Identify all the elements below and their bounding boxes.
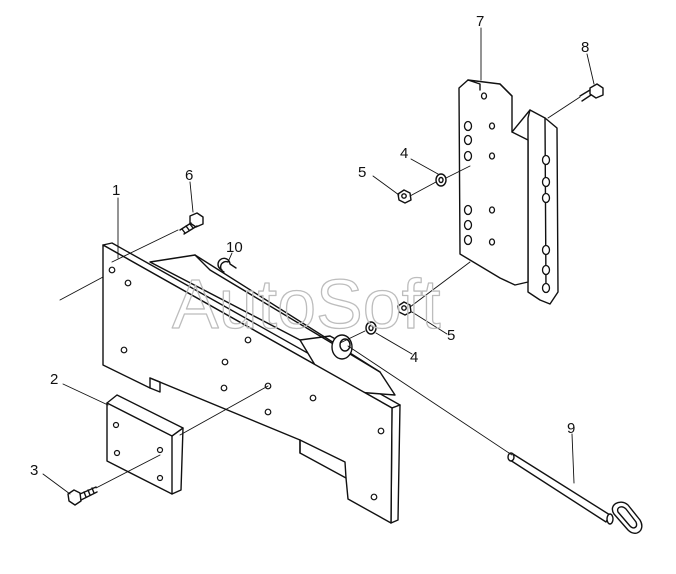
part-2-spacer-block <box>106 394 184 495</box>
callout-5-upper: 5 <box>358 164 366 181</box>
callout-4-upper: 4 <box>400 145 408 162</box>
watermark-text: AutoSoft <box>172 265 441 343</box>
part-1-mounting-plate <box>102 242 401 524</box>
callout-9: 9 <box>567 420 575 437</box>
callout-6: 6 <box>185 167 193 184</box>
part-4-washer-upper <box>435 173 447 187</box>
callout-3: 3 <box>30 462 38 479</box>
part-4-washer-lower <box>365 321 377 335</box>
part-9-hitch-pin <box>507 452 643 534</box>
part-3-bolt <box>67 486 98 506</box>
callout-10: 10 <box>226 239 243 256</box>
part-6-bolt <box>179 212 204 235</box>
part-5-nut-upper <box>397 189 412 204</box>
callout-5-lower: 5 <box>447 327 455 344</box>
part-7-hitch-bracket <box>458 79 559 305</box>
part-10-spring-clip <box>217 257 237 273</box>
callout-8: 8 <box>581 39 589 56</box>
part-5-nut-lower <box>397 301 412 316</box>
assembly-lines <box>59 96 581 489</box>
part-8-bolt <box>579 83 604 102</box>
leader-lines <box>42 27 595 495</box>
callout-labels: 1 2 3 4 4 5 5 6 7 8 9 10 <box>30 13 589 479</box>
callout-2: 2 <box>50 371 58 388</box>
callout-7: 7 <box>476 13 484 30</box>
callout-1: 1 <box>112 182 120 199</box>
callout-4-lower: 4 <box>410 349 418 366</box>
